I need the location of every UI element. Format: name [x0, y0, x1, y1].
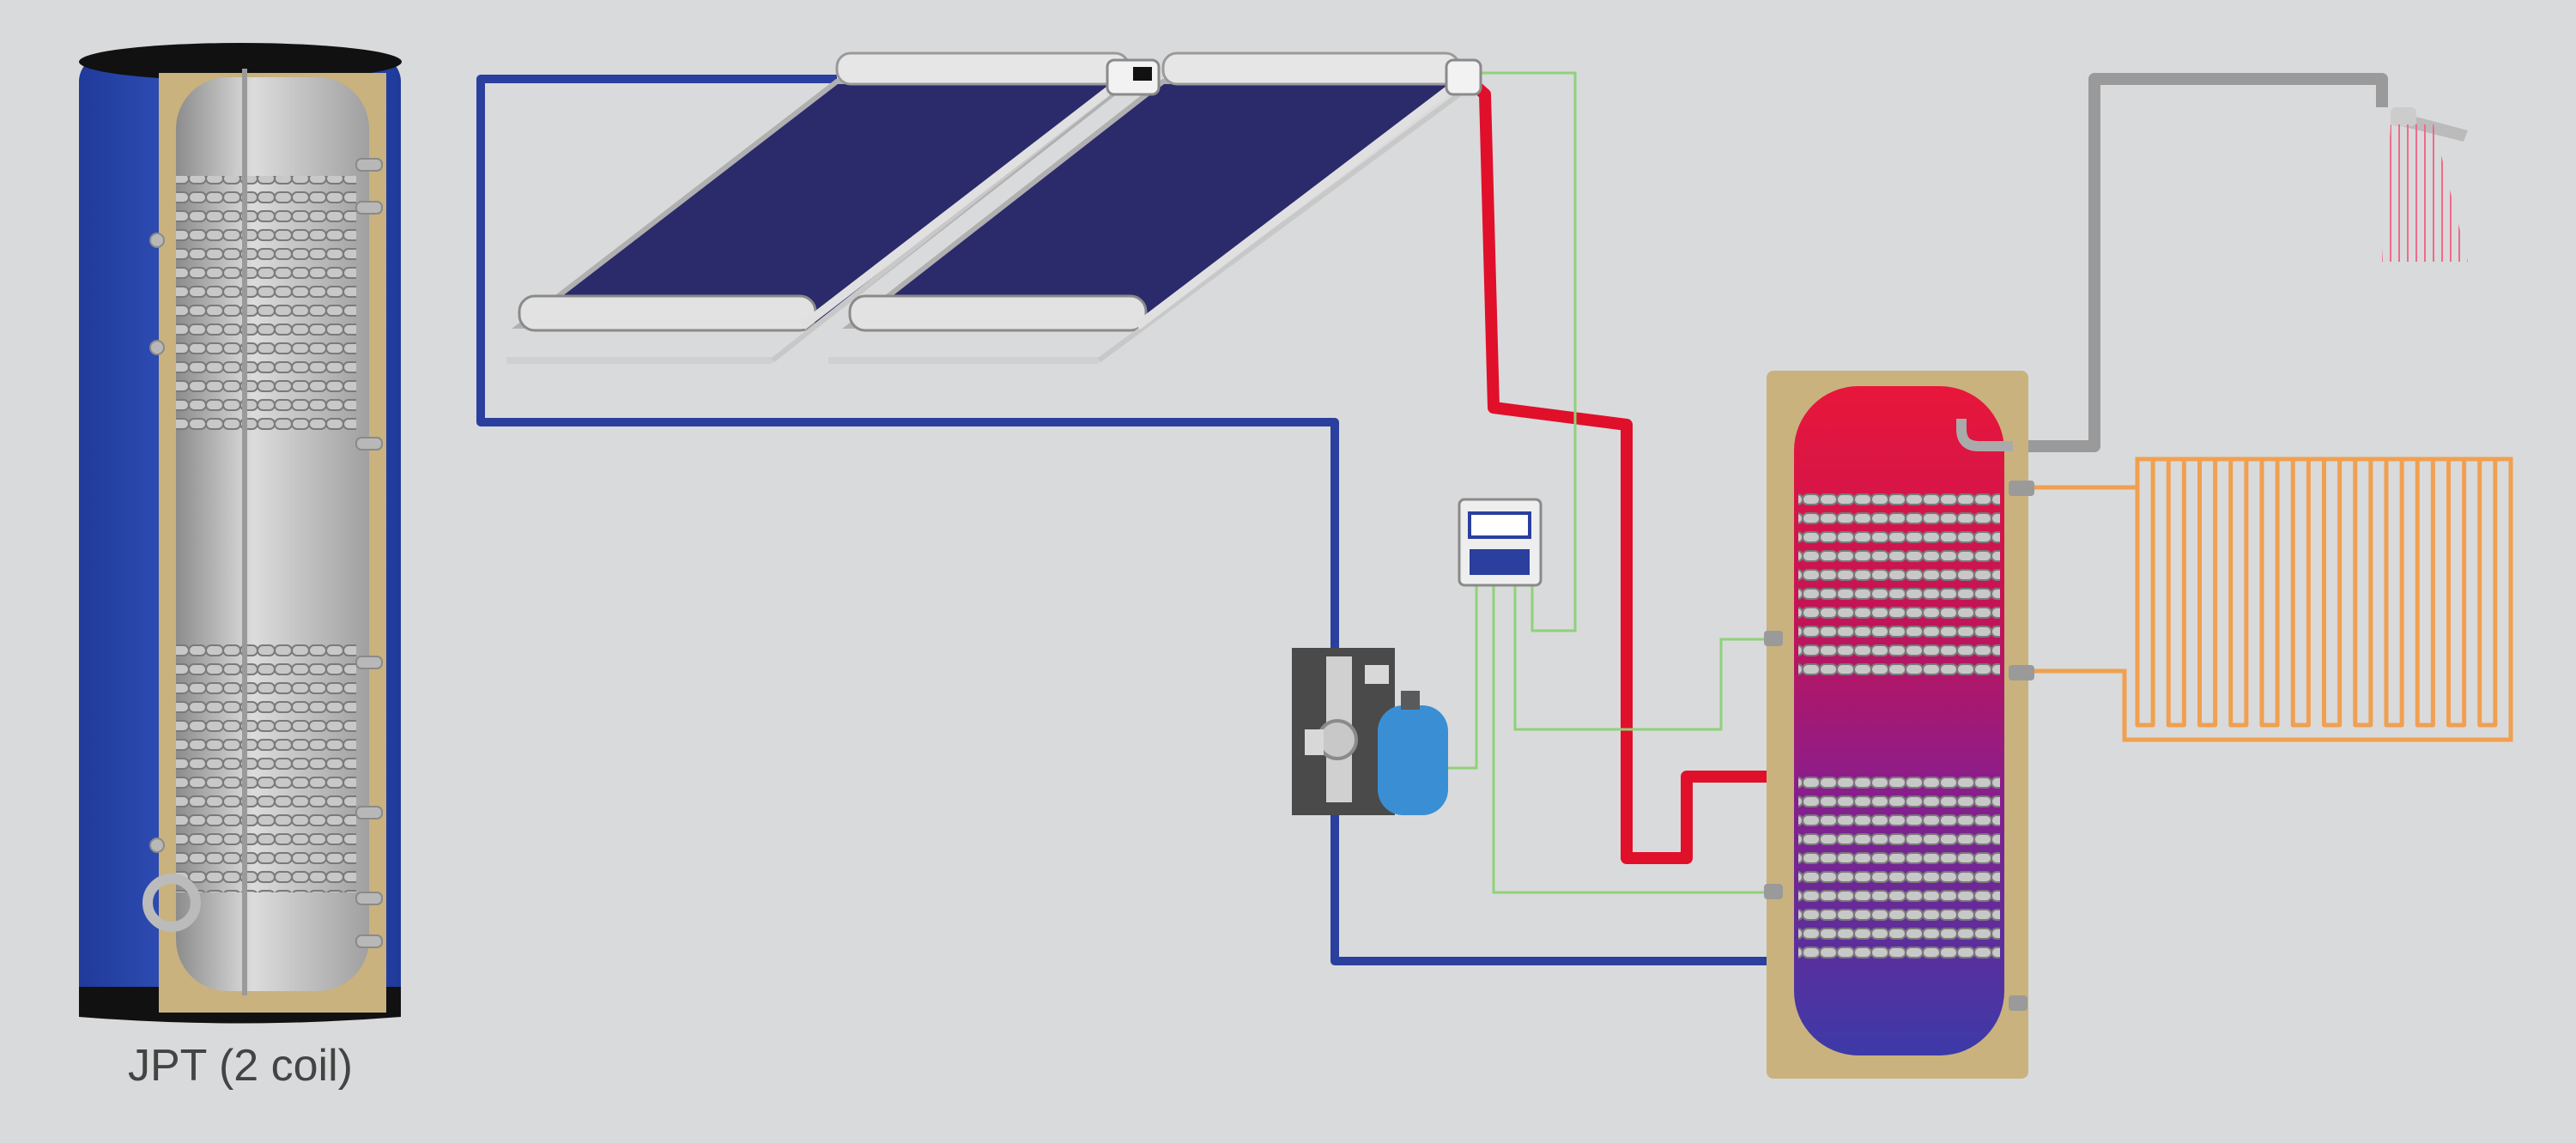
- underfloor-heating-icon: [2135, 457, 2511, 728]
- shower-head-icon: [2382, 107, 2468, 262]
- hot-flow-pipe: [1464, 74, 1773, 864]
- heating-return-pipe: [2021, 457, 2513, 742]
- solar-controller-icon: [1458, 498, 1543, 587]
- cutaway-tank-icon: [79, 43, 402, 1024]
- storage-tank-icon: [1764, 371, 2034, 1079]
- shower-pipe: [1991, 73, 2388, 452]
- cold-return-pipe: [476, 75, 1773, 965]
- tank-caption: JPT (2 coil): [128, 1041, 353, 1091]
- expansion-vessel-icon: [1378, 691, 1448, 815]
- sensor-wires: [1425, 71, 1773, 894]
- solar-collector-icon: [506, 51, 1482, 364]
